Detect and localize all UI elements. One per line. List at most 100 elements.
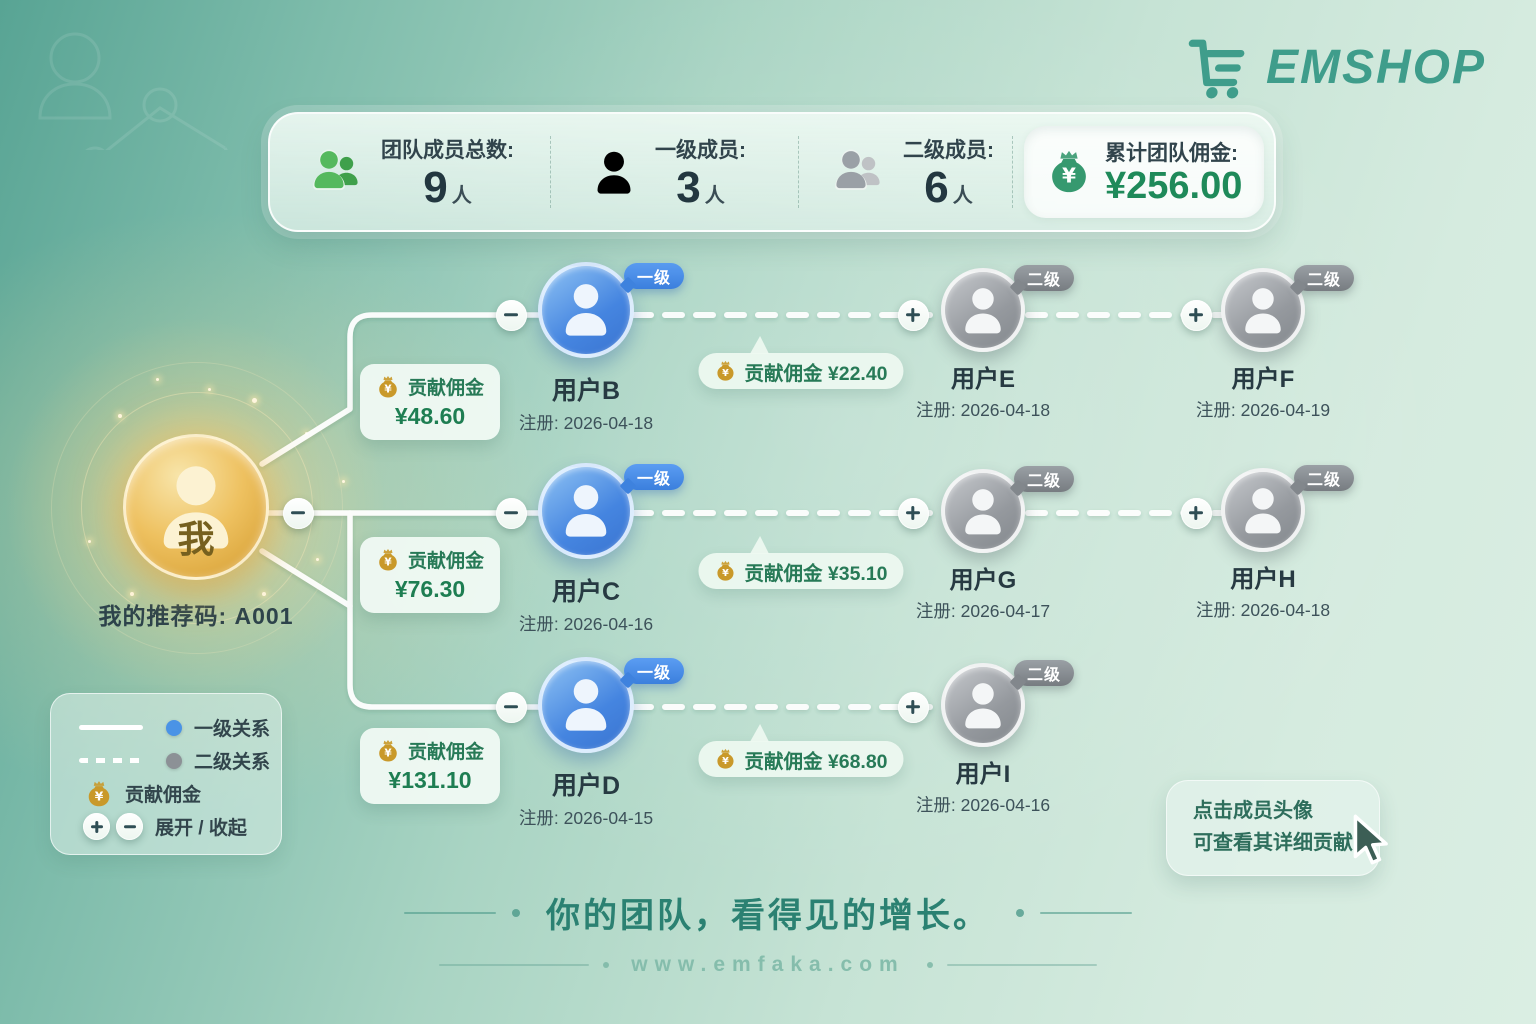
sparkle [316, 558, 319, 561]
member-registered: 注册: 2026-04-16 [915, 795, 1051, 815]
member-node-b[interactable]: 一级 用户B 注册: 2026-04-18 [476, 262, 696, 435]
person-icon [955, 282, 1011, 338]
money-bag-icon [1046, 149, 1092, 195]
member-registered: 注册: 2026-04-18 [1195, 600, 1331, 620]
member-registered: 注册: 2026-04-16 [518, 614, 654, 634]
user-avatar[interactable] [1221, 268, 1305, 352]
person-icon [1235, 482, 1291, 538]
commission-card-b: 贡献佣金 ¥48.60 [359, 364, 501, 440]
sparkle [130, 592, 134, 596]
level2-badge: 二级 [1014, 265, 1075, 291]
member-node-g[interactable]: 二级 用户G 注册: 2026-04-17 [873, 466, 1093, 623]
website-url: www.emfaka.com [631, 953, 905, 976]
divider-dot [1016, 908, 1024, 917]
member-name: 用户C [551, 578, 621, 606]
money-bag-icon [714, 560, 736, 582]
sparkle [88, 540, 91, 543]
user-avatar[interactable] [941, 663, 1025, 747]
person-icon [554, 672, 618, 736]
commission-amount: ¥76.30 [394, 576, 466, 602]
expand-button-h[interactable] [1180, 497, 1212, 529]
person-icon [955, 483, 1011, 539]
member-name: 用户E [950, 366, 1015, 393]
collapse-button-d[interactable] [495, 691, 527, 723]
member-node-e[interactable]: 二级 用户E 注册: 2026-04-18 [873, 265, 1093, 422]
member-node-i[interactable]: 二级 用户I 注册: 2026-04-16 [873, 660, 1093, 817]
referral-code: 我的推荐码: A001 [98, 603, 294, 629]
expand-button-i[interactable] [897, 691, 929, 723]
team-total-icon [313, 149, 358, 190]
website-row: www.emfaka.com [0, 953, 1536, 977]
collapse-button-c[interactable] [495, 497, 527, 529]
member-name: 用户D [551, 772, 621, 800]
stat-label: 团队成员总数: [381, 139, 514, 162]
member-registered: 注册: 2026-04-17 [915, 601, 1051, 621]
sparkle [118, 414, 122, 418]
expand-button-e[interactable] [897, 299, 929, 331]
member-node-h[interactable]: 二级 用户H 注册: 2026-04-18 [1153, 465, 1373, 622]
level2-badge: 二级 [1014, 466, 1075, 492]
level2-member-icon [835, 149, 880, 190]
member-registered: 注册: 2026-04-15 [518, 808, 654, 828]
stat-value: 9 [423, 163, 448, 212]
member-node-c[interactable]: 一级 用户C 注册: 2026-04-16 [476, 463, 696, 636]
member-name: 用户G [949, 567, 1017, 594]
member-node-f[interactable]: 二级 用户F 注册: 2026-04-19 [1153, 265, 1373, 422]
expand-button-g[interactable] [897, 497, 929, 529]
level2-badge: 二级 [1014, 660, 1075, 686]
expand-button-f[interactable] [1180, 299, 1212, 331]
person-icon [1235, 282, 1291, 338]
sparkle [342, 480, 345, 483]
stat-value: 6 [924, 163, 949, 212]
commission-tooltip-e: 贡献佣金 ¥22.40 [698, 353, 904, 389]
level1-badge: 一级 [624, 263, 685, 289]
user-avatar[interactable] [538, 463, 634, 559]
money-bag-icon [376, 375, 400, 399]
money-bag-icon [376, 548, 400, 572]
person-icon [554, 277, 618, 341]
commission-amount: ¥131.10 [388, 767, 472, 793]
collapse-button-me[interactable] [282, 497, 314, 529]
my-avatar[interactable]: 我 [123, 434, 269, 580]
user-avatar[interactable] [1221, 468, 1305, 552]
user-avatar[interactable] [538, 262, 634, 358]
stat-label: 累计团队佣金: [1105, 142, 1238, 166]
level1-member-icon [597, 151, 631, 194]
avatar-label: 我 [177, 519, 215, 560]
collapse-button-b[interactable] [495, 299, 527, 331]
divider-dot [603, 962, 610, 968]
level2-dot [166, 752, 182, 769]
stat-commission-card: 累计团队佣金: ¥256.00 [1024, 126, 1264, 218]
sparkle [262, 592, 266, 596]
emshop-logo: EMSHOP [1178, 34, 1486, 100]
divider-line [946, 964, 1097, 966]
member-registered: 注册: 2026-04-18 [915, 400, 1051, 420]
level2-badge: 二级 [1294, 265, 1355, 291]
dashed-line-swatch [79, 758, 143, 763]
user-avatar[interactable] [941, 469, 1025, 553]
member-name: 用户F [1231, 366, 1295, 393]
member-registered: 注册: 2026-04-19 [1195, 400, 1331, 420]
divider-line [404, 911, 496, 914]
divider-line [1040, 911, 1132, 914]
level1-badge: 一级 [624, 658, 685, 684]
member-node-d[interactable]: 一级 用户D 注册: 2026-04-15 [476, 657, 696, 830]
sparkle [156, 378, 159, 381]
divider-dot [512, 908, 520, 917]
divider [550, 136, 551, 208]
user-avatar[interactable] [538, 657, 634, 753]
expand-icon [83, 813, 110, 840]
divider-dot [926, 962, 933, 968]
money-bag-icon [714, 360, 736, 382]
legend-panel: 一级关系 二级关系 贡献佣金 展开 / 收起 [50, 693, 282, 855]
member-node-me[interactable]: 我 我的推荐码: A001 [56, 434, 336, 631]
user-avatar[interactable] [941, 268, 1025, 352]
collapse-icon [116, 813, 143, 840]
level1-dot [166, 719, 182, 736]
commission-tooltip-i: 贡献佣金 ¥68.80 [698, 741, 904, 777]
stat-label: 一级成员: [655, 139, 746, 162]
tagline-text: 你的团队，看得见的增长。 [546, 897, 990, 935]
legend-level1: 一级关系 [79, 711, 281, 744]
